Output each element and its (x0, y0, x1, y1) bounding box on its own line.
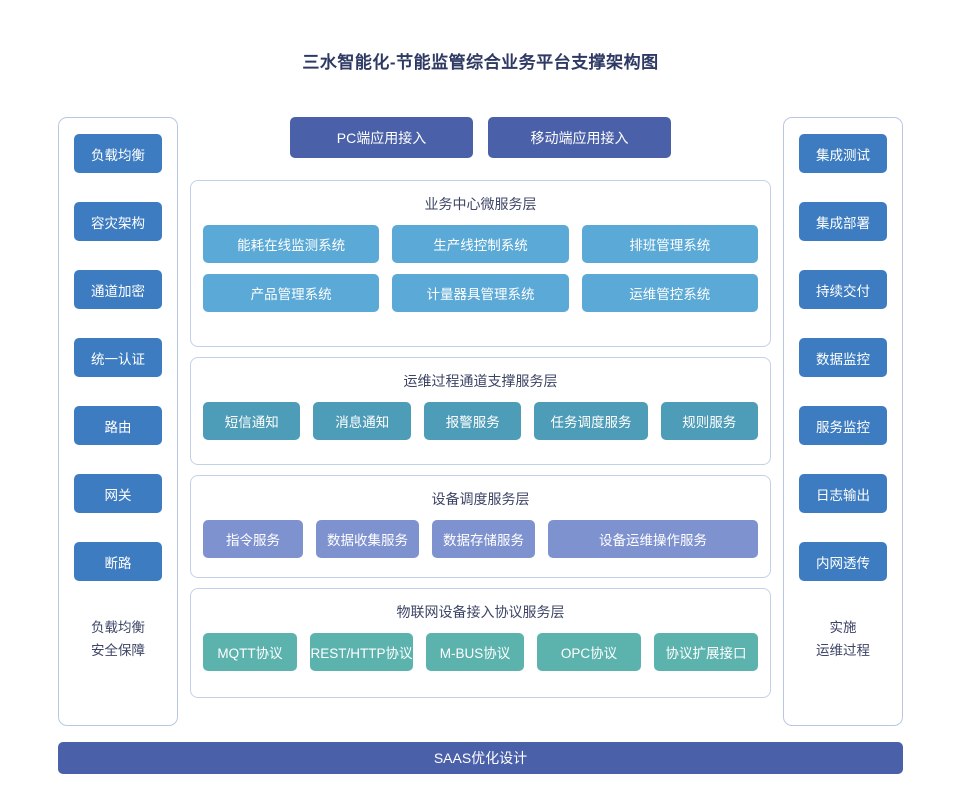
access-button-mobile[interactable]: 移动端应用接入 (488, 117, 671, 158)
node-rest-http-protocol[interactable]: REST/HTTP协议 (310, 633, 413, 671)
sidebar-item-load-balance[interactable]: 负载均衡 (74, 134, 162, 173)
node-shift-management-system[interactable]: 排班管理系统 (581, 225, 758, 263)
layer-business-center: 业务中心微服务层 能耗在线监测系统 生产线控制系统 排班管理系统 产品管理系统 … (190, 180, 771, 347)
layer-title-support: 运维过程通道支撑服务层 (403, 373, 558, 389)
sidebar-item-continuous-delivery[interactable]: 持续交付 (799, 270, 887, 309)
layer-business-row-1: 能耗在线监测系统 生产线控制系统 排班管理系统 (191, 225, 770, 263)
right-sidebar-footer-line2: 运维过程 (816, 643, 870, 658)
left-sidebar-footer-line2: 安全保障 (91, 643, 145, 658)
node-product-management-system[interactable]: 产品管理系统 (203, 274, 380, 312)
sidebar-item-integration-test[interactable]: 集成测试 (799, 134, 887, 173)
node-mbus-protocol[interactable]: M-BUS协议 (426, 633, 524, 671)
layer-iot-protocol-access: 物联网设备接入协议服务层 MQTT协议 REST/HTTP协议 M-BUS协议 … (190, 588, 771, 698)
node-production-line-control-system[interactable]: 生产线控制系统 (392, 225, 569, 263)
layer-device-row-1: 指令服务 数据收集服务 数据存储服务 设备运维操作服务 (191, 520, 770, 572)
layer-ops-channel-support: 运维过程通道支撑服务层 短信通知 消息通知 报警服务 任务调度服务 规则服务 (190, 357, 771, 465)
layer-support-row-1: 短信通知 消息通知 报警服务 任务调度服务 规则服务 (191, 402, 770, 454)
node-rule-service[interactable]: 规则服务 (660, 402, 759, 440)
layer-business-row-2: 产品管理系统 计量器具管理系统 运维管控系统 (191, 274, 770, 326)
node-ops-control-system[interactable]: 运维管控系统 (581, 274, 758, 312)
diagram-container: 负载均衡 容灾架构 通道加密 统一认证 路由 网关 断路 负载均衡 安全保障 集… (58, 117, 903, 774)
sidebar-item-gateway[interactable]: 网关 (74, 474, 162, 513)
node-device-ops-operation-service[interactable]: 设备运维操作服务 (548, 520, 758, 558)
node-data-collection-service[interactable]: 数据收集服务 (316, 520, 419, 558)
layer-title-device: 设备调度服务层 (431, 491, 530, 507)
node-command-service[interactable]: 指令服务 (203, 520, 303, 558)
page-title: 三水智能化-节能监管综合业务平台支撑架构图 (302, 53, 659, 72)
left-sidebar-panel: 负载均衡 容灾架构 通道加密 统一认证 路由 网关 断路 负载均衡 安全保障 (58, 117, 178, 726)
node-protocol-extension-interface[interactable]: 协议扩展接口 (654, 633, 758, 671)
center-column: PC端应用接入 移动端应用接入 业务中心微服务层 能耗在线监测系统 生产线控制系… (190, 117, 771, 726)
right-sidebar-footer: 实施 运维过程 (816, 616, 870, 662)
sidebar-item-routing[interactable]: 路由 (74, 406, 162, 445)
node-task-scheduling-service[interactable]: 任务调度服务 (534, 402, 648, 440)
node-opc-protocol[interactable]: OPC协议 (537, 633, 641, 671)
left-sidebar-footer: 负载均衡 安全保障 (91, 616, 145, 662)
sidebar-item-intranet-passthrough[interactable]: 内网透传 (799, 542, 887, 581)
layer-title-iot: 物联网设备接入协议服务层 (396, 604, 565, 620)
left-sidebar-footer-line1: 负载均衡 (91, 620, 145, 635)
sidebar-item-circuit-breaker[interactable]: 断路 (74, 542, 162, 581)
sidebar-item-service-monitoring[interactable]: 服务监控 (799, 406, 887, 445)
sidebar-item-integration-deploy[interactable]: 集成部署 (799, 202, 887, 241)
sidebar-item-disaster-recovery[interactable]: 容灾架构 (74, 202, 162, 241)
layer-device-scheduling: 设备调度服务层 指令服务 数据收集服务 数据存储服务 设备运维操作服务 (190, 475, 771, 578)
sidebar-item-channel-encryption[interactable]: 通道加密 (74, 270, 162, 309)
node-mqtt-protocol[interactable]: MQTT协议 (203, 633, 297, 671)
node-alarm-service[interactable]: 报警服务 (423, 402, 522, 440)
bottom-bar-saas-optimization[interactable]: SAAS优化设计 (58, 742, 903, 774)
node-data-storage-service[interactable]: 数据存储服务 (432, 520, 535, 558)
node-sms-notification[interactable]: 短信通知 (203, 402, 301, 440)
node-message-notification[interactable]: 消息通知 (313, 402, 411, 440)
access-button-pc[interactable]: PC端应用接入 (290, 117, 473, 158)
right-sidebar-panel: 集成测试 集成部署 持续交付 数据监控 服务监控 日志输出 内网透传 实施 运维… (783, 117, 903, 726)
layer-title-business: 业务中心微服务层 (424, 196, 537, 212)
layer-iot-row-1: MQTT协议 REST/HTTP协议 M-BUS协议 OPC协议 协议扩展接口 (191, 633, 770, 685)
node-energy-monitoring-system[interactable]: 能耗在线监测系统 (203, 225, 380, 263)
sidebar-item-unified-auth[interactable]: 统一认证 (74, 338, 162, 377)
access-button-row: PC端应用接入 移动端应用接入 (190, 117, 771, 158)
right-sidebar-footer-line1: 实施 (829, 620, 857, 635)
sidebar-item-data-monitoring[interactable]: 数据监控 (799, 338, 887, 377)
node-metering-device-management-system[interactable]: 计量器具管理系统 (392, 274, 569, 312)
sidebar-item-log-output[interactable]: 日志输出 (799, 474, 887, 513)
